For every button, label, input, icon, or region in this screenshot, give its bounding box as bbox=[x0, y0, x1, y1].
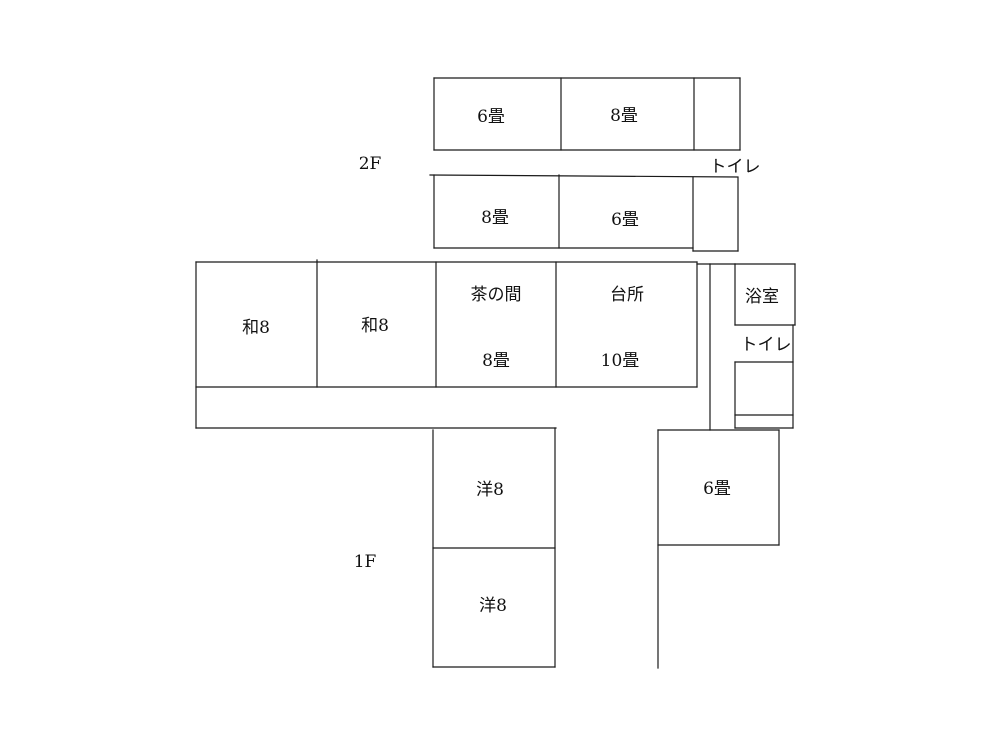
room-label: 6畳 bbox=[611, 210, 639, 230]
room-size-label: 10畳 bbox=[601, 351, 640, 371]
floor-label-1f: 1F bbox=[354, 552, 377, 572]
floor-2f-walls bbox=[429, 77, 741, 252]
room-label: 8畳 bbox=[610, 106, 638, 126]
room-label: 洋8 bbox=[476, 480, 504, 500]
room-label: 和8 bbox=[242, 318, 270, 338]
room-label: 6畳 bbox=[703, 479, 731, 499]
room-name-label: 茶の間 bbox=[471, 285, 522, 305]
room-name-label: 台所 bbox=[610, 285, 644, 305]
toilet-label: トイレ bbox=[741, 335, 792, 355]
room-label: 6畳 bbox=[477, 107, 505, 127]
floor-1f-labels: 和8 和8 茶の間 8畳 台所 10畳 浴室 トイレ 洋8 洋8 6畳 1F bbox=[242, 285, 791, 616]
room-size-label: 8畳 bbox=[482, 351, 510, 371]
wall-line bbox=[429, 174, 739, 178]
toilet-label: トイレ bbox=[710, 157, 761, 177]
room-label: 8畳 bbox=[481, 208, 509, 228]
room-label: 和8 bbox=[361, 316, 389, 336]
bathroom-label: 浴室 bbox=[745, 287, 779, 307]
floor-2f-labels: 2F 6畳 8畳 トイレ 8畳 6畳 bbox=[359, 106, 761, 230]
floor-label-2f: 2F bbox=[359, 154, 382, 174]
room-label: 洋8 bbox=[479, 596, 507, 616]
floor-1f-walls bbox=[195, 259, 796, 669]
